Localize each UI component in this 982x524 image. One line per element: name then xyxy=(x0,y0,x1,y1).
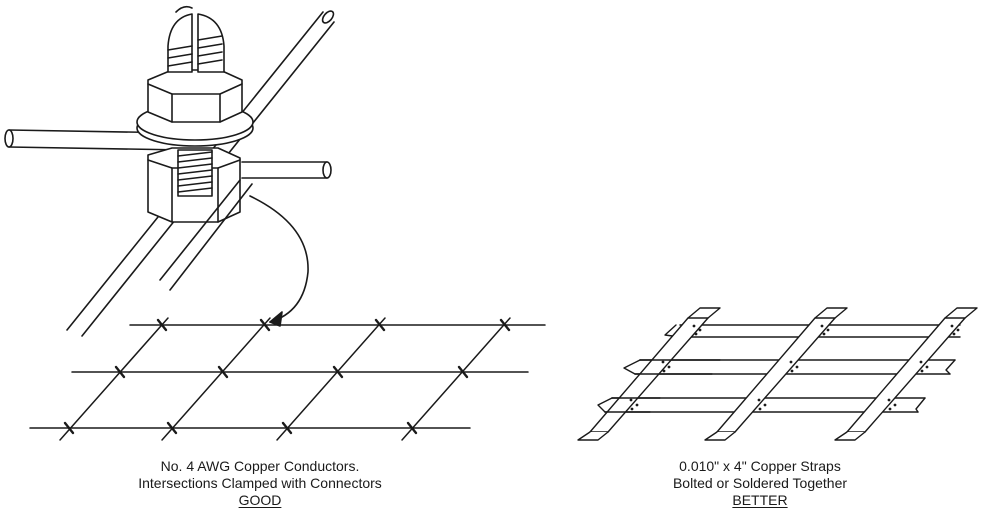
threaded-stud-lower xyxy=(177,149,213,197)
diagonal-strap-right xyxy=(834,307,978,441)
good-method-caption: No. 4 AWG Copper Conductors. Intersectio… xyxy=(70,458,450,509)
clamped-intersections xyxy=(63,318,511,435)
better-caption-line-1: 0.010" x 4" Copper Straps xyxy=(679,458,841,474)
diagonal-strap-left xyxy=(577,307,721,441)
better-caption-line-2: Bolted or Soldered Together xyxy=(672,475,848,491)
good-caption-line-2: Intersections Clamped with Connectors xyxy=(138,475,382,491)
horizontal-strap-1 xyxy=(664,324,961,338)
grid-line-col-3 xyxy=(276,317,386,441)
split-bolt-head xyxy=(167,5,225,73)
grid-line-col-4 xyxy=(401,317,511,441)
split-bolt-connector-detail xyxy=(4,5,335,337)
copper-strap-mat xyxy=(577,307,978,441)
good-caption-line-1: No. 4 AWG Copper Conductors. xyxy=(160,458,360,474)
conductor-grid xyxy=(29,317,546,441)
better-rating-label: BETTER xyxy=(732,492,788,508)
callout-arrow xyxy=(249,195,309,327)
grid-line-col-2 xyxy=(161,317,271,441)
good-rating-label: GOOD xyxy=(238,492,282,508)
diagonal-strap-middle xyxy=(704,307,848,441)
grid-line-col-1 xyxy=(59,317,169,441)
better-method-caption: 0.010" x 4" Copper Straps Bolted or Sold… xyxy=(600,458,920,509)
upper-hex-nut xyxy=(147,69,243,123)
bolted-joints xyxy=(629,324,960,411)
